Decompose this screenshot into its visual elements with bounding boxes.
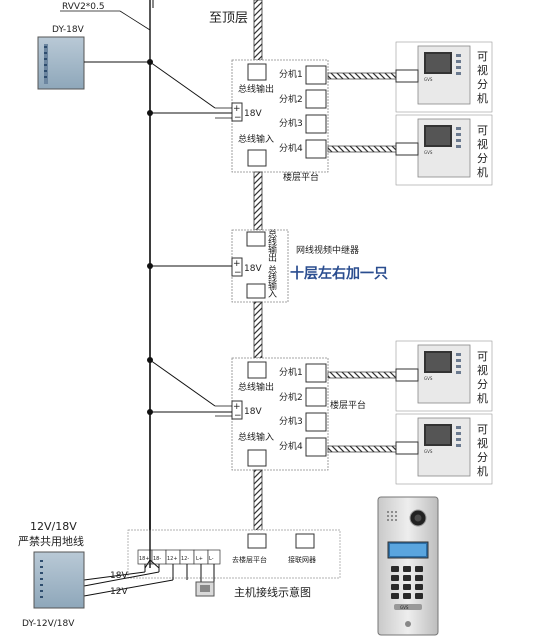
network-label: 接联网器 <box>288 555 316 564</box>
svg-text:+: + <box>233 104 241 114</box>
monitor-brand: GVS <box>424 449 433 454</box>
svg-text:分: 分 <box>477 378 488 391</box>
port-label-2: 分机2 <box>279 93 303 105</box>
power-bottom-voltage: 12V/18V <box>30 520 77 533</box>
rep-in-char-4: 入 <box>268 289 277 300</box>
power-supply-top: DY-18V <box>37 25 150 90</box>
monitor-brand: GVS <box>424 376 433 381</box>
terminal-lp: L+ <box>196 556 203 562</box>
svg-text:机: 机 <box>477 91 488 105</box>
cable-to-top <box>253 0 263 61</box>
main-board: 18+ 18- 12+ 12- L+ L- 去楼层平台 接联网器 <box>127 529 341 579</box>
floor-distributor-1: 总线输出 + − 18V 总线输入 分机1 分机2 分机3 分机4 楼层平台 <box>231 59 329 183</box>
door-station: GVS <box>377 496 439 636</box>
rep-voltage-label: 18V <box>244 264 262 274</box>
monitor-brand: GVS <box>424 77 433 82</box>
repeater-note: 十层左右加一只 <box>290 265 388 282</box>
svg-text:视: 视 <box>477 137 488 151</box>
terminal-ln: L- <box>209 556 214 562</box>
door-station-brand: GVS <box>400 605 409 610</box>
wire-12v-label: 12V <box>110 587 128 597</box>
svg-text:视: 视 <box>477 436 488 450</box>
repeater-title: 网线视频中继器 <box>296 244 359 256</box>
svg-text:视: 视 <box>477 63 488 77</box>
svg-text:分: 分 <box>477 152 488 165</box>
to-floor-label: 去楼层平台 <box>232 555 267 564</box>
exit-button <box>195 581 215 597</box>
svg-text:机: 机 <box>477 464 488 478</box>
indoor-monitor-2: GVS <box>395 114 493 186</box>
floor-platform-label-2: 楼层平台 <box>330 399 366 411</box>
power-bottom-model: DY-12V/18V <box>22 619 75 629</box>
rep-out-char-2: 线 <box>268 236 277 248</box>
svg-text:+: + <box>233 402 241 412</box>
svg-text:+: + <box>233 259 241 269</box>
svg-text:−: − <box>234 411 242 421</box>
monitor-label-3: 可 视 分 机 <box>477 350 488 405</box>
svg-text:机: 机 <box>477 391 488 405</box>
svg-text:可: 可 <box>477 50 488 63</box>
to-top-floor-label: 至顶层 <box>209 11 248 26</box>
svg-text:−: − <box>234 268 242 278</box>
rep-in-char-1: 总 <box>268 264 277 276</box>
rep-out-char-4: 出 <box>268 252 277 264</box>
bus-in-label: 总线输入 <box>238 133 274 145</box>
power-bottom-warning: 严禁共用地线 <box>18 534 84 548</box>
caption: 主机接线示意图 <box>234 585 311 599</box>
rep-in-char-2: 线 <box>268 272 277 284</box>
wire-18v-label: 18V <box>110 571 128 581</box>
monitor-brand: GVS <box>424 150 433 155</box>
rep-out-char-1: 总 <box>268 228 277 240</box>
port2-label-3: 分机3 <box>279 415 303 427</box>
cable-spec-label: RVV2*0.5 <box>62 2 105 12</box>
svg-text:分: 分 <box>477 451 488 464</box>
port-label-4: 分机4 <box>279 142 303 154</box>
svg-text:−: − <box>234 113 242 123</box>
port2-label-4: 分机4 <box>279 440 303 452</box>
video-repeater: 总 线 输 出 + − 18V 总 线 输 入 网线视频中继器 十层左右加一只 <box>231 228 388 303</box>
power-top-label: DY-18V <box>52 25 85 35</box>
indoor-monitor-3: GVS <box>395 340 493 412</box>
bus-in-label-2: 总线输入 <box>238 431 274 443</box>
port-label-3: 分机3 <box>279 117 303 129</box>
voltage-label: 18V <box>244 109 262 119</box>
rep-out-char-3: 输 <box>268 244 277 256</box>
svg-text:可: 可 <box>477 124 488 137</box>
terminal-18p: 18+ <box>139 556 150 562</box>
port2-label-1: 分机1 <box>279 366 303 378</box>
rep-in-char-3: 输 <box>268 280 277 292</box>
monitor-label-1: 可 视 分 机 <box>477 50 488 105</box>
svg-text:可: 可 <box>477 423 488 436</box>
monitor-label-4: 可 视 分 机 <box>477 423 488 478</box>
terminal-12p: 12+ <box>167 556 178 562</box>
bus-out-label: 总线输出 <box>238 83 274 95</box>
bus-out-label-2: 总线输出 <box>238 381 274 393</box>
floor-distributor-2: 总线输出 + − 18V 总线输入 分机1 分机2 分机3 分机4 楼层平台 <box>231 357 366 471</box>
monitor-label-2: 可 视 分 机 <box>477 124 488 179</box>
svg-text:可: 可 <box>477 350 488 363</box>
voltage-label-2: 18V <box>244 407 262 417</box>
indoor-monitor-1: GVS <box>395 41 493 113</box>
svg-text:视: 视 <box>477 363 488 377</box>
svg-text:分: 分 <box>477 78 488 91</box>
floor-platform-label: 楼层平台 <box>283 171 319 183</box>
power-supply-bottom: 12V/18V 严禁共用地线 DY-12V/18V <box>18 520 85 629</box>
port-label-1: 分机1 <box>279 68 303 80</box>
terminal-18n: 18- <box>153 556 161 562</box>
port2-label-2: 分机2 <box>279 391 303 403</box>
terminal-12n: 12- <box>181 556 189 562</box>
svg-text:机: 机 <box>477 165 488 179</box>
indoor-monitor-4: GVS <box>395 413 493 485</box>
